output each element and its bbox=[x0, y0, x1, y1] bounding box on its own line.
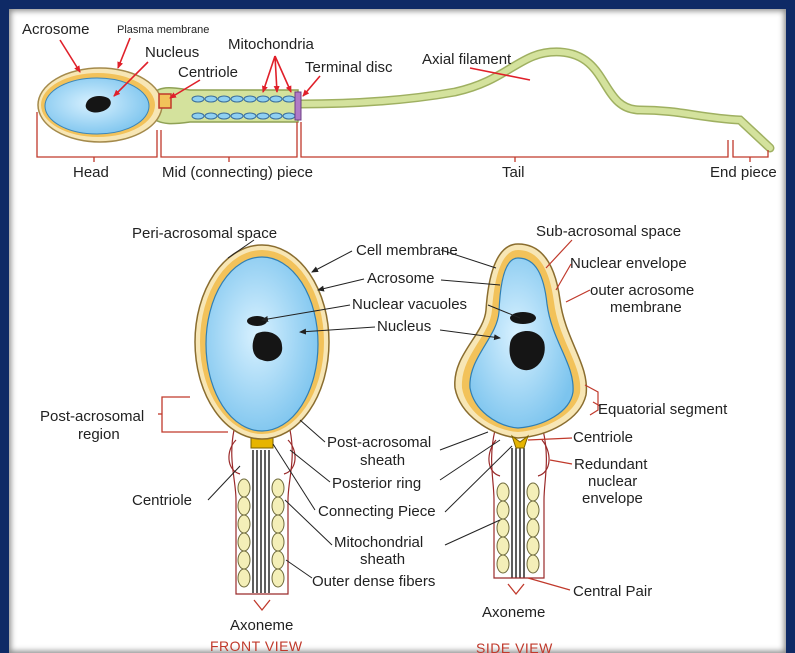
front-axoneme-fibers bbox=[252, 450, 270, 593]
side-view-illustration bbox=[454, 243, 588, 579]
side-centriole-shape bbox=[511, 434, 529, 449]
label-nucleus-top: Nucleus bbox=[145, 44, 199, 61]
label-centriole-side: Centriole bbox=[573, 429, 633, 446]
label-posterior-ring: Posterior ring bbox=[332, 475, 421, 492]
label-axoneme-side: Axoneme bbox=[482, 604, 545, 621]
label-redundant-nuclear-envelope-1: Redundant bbox=[574, 456, 648, 473]
whole-sperm-illustration bbox=[37, 47, 775, 153]
label-outer-acrosome-membrane-2: membrane bbox=[610, 299, 682, 316]
label-outer-dense-fibers: Outer dense fibers bbox=[312, 573, 435, 590]
label-nuclear-envelope: Nuclear envelope bbox=[570, 255, 687, 272]
label-sub-acrosomal-space: Sub-acrosomal space bbox=[536, 223, 681, 240]
side-nucleus-dark bbox=[509, 330, 545, 371]
front-tail-outline bbox=[231, 429, 293, 595]
top-centriole-shape bbox=[158, 93, 172, 109]
front-nuclear-vacuole bbox=[247, 316, 267, 326]
label-connecting-piece: Connecting Piece bbox=[318, 503, 436, 520]
terminal-disc-shape bbox=[294, 91, 302, 121]
front-view-illustration bbox=[194, 244, 330, 595]
side-axoneme-fibers bbox=[511, 448, 525, 578]
label-outer-acrosome-membrane-1: outer acrosome bbox=[590, 282, 694, 299]
label-end-piece: End piece bbox=[710, 164, 777, 181]
side-mitochondria bbox=[496, 482, 540, 574]
label-redundant-nuclear-envelope-2: nuclear bbox=[588, 473, 637, 490]
label-post-acrosomal-sheath-1: Post-acrosomal bbox=[327, 434, 431, 451]
label-nuclear-vacuoles: Nuclear vacuoles bbox=[352, 296, 467, 313]
label-acrosome-front: Acrosome bbox=[367, 270, 435, 287]
label-side-view: SIDE VIEW bbox=[476, 640, 553, 653]
label-mitochondrial-sheath-2: sheath bbox=[360, 551, 405, 568]
label-equatorial-segment: Equatorial segment bbox=[598, 401, 728, 418]
label-redundant-nuclear-envelope-3: envelope bbox=[582, 490, 643, 507]
top-pointer-arrows bbox=[59, 37, 531, 99]
diagram-panel: Acrosome Plasma membrane Nucleus Centrio… bbox=[9, 9, 786, 653]
top-region-brackets bbox=[36, 112, 769, 162]
label-post-acrosomal-sheath-2: sheath bbox=[360, 452, 405, 469]
side-tail-outline bbox=[491, 429, 547, 579]
label-mitochondria: Mitochondria bbox=[228, 36, 315, 53]
label-axial-filament: Axial filament bbox=[422, 51, 512, 68]
label-head: Head bbox=[73, 164, 109, 181]
label-peri-acrosomal-space: Peri-acrosomal space bbox=[132, 225, 277, 242]
label-acrosome-top: Acrosome bbox=[22, 21, 90, 38]
midpiece-mitochondria bbox=[191, 95, 296, 120]
label-nucleus-front: Nucleus bbox=[377, 318, 431, 335]
label-cell-membrane: Cell membrane bbox=[356, 242, 458, 259]
label-centriole-front: Centriole bbox=[132, 492, 192, 509]
label-tail: Tail bbox=[502, 164, 525, 181]
side-red-pointer-lines bbox=[527, 239, 601, 591]
label-central-pair: Central Pair bbox=[573, 583, 652, 600]
front-mitochondria bbox=[237, 478, 285, 588]
label-post-acrosomal-region-2: region bbox=[78, 426, 120, 443]
bottom-brackets bbox=[158, 396, 525, 612]
label-centriole-top: Centriole bbox=[178, 64, 238, 81]
label-post-acrosomal-region-1: Post-acrosomal bbox=[40, 408, 144, 425]
label-mitochondrial-sheath-1: Mitochondrial bbox=[334, 534, 423, 551]
side-nuclear-vacuole bbox=[510, 312, 536, 324]
label-terminal-disc: Terminal disc bbox=[305, 59, 393, 76]
head-nucleus-dark-shape bbox=[85, 96, 111, 113]
label-plasma-membrane: Plasma membrane bbox=[117, 24, 209, 36]
label-axoneme-front: Axoneme bbox=[230, 617, 293, 634]
bottom-pointer-lines bbox=[207, 239, 521, 579]
front-nucleus-dark bbox=[252, 331, 283, 362]
sperm-anatomy-diagram: Acrosome Plasma membrane Nucleus Centrio… bbox=[22, 21, 777, 653]
label-mid-piece: Mid (connecting) piece bbox=[162, 164, 313, 181]
label-front-view: FRONT VIEW bbox=[210, 638, 303, 653]
